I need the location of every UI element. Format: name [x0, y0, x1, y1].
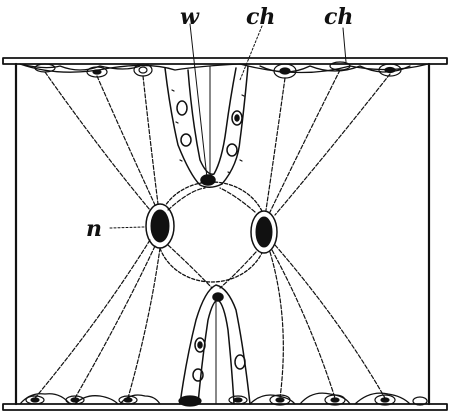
label-w: w	[180, 4, 200, 30]
pointer-lines	[109, 23, 347, 229]
lower-fold	[179, 284, 251, 405]
strands	[34, 69, 391, 399]
label-ch-right: ch	[324, 4, 353, 30]
top-lining	[19, 63, 429, 74]
label-ch-left: ch	[246, 4, 275, 30]
nucleus-left	[145, 203, 175, 249]
label-n: n	[86, 216, 102, 242]
nucleus-right	[250, 210, 278, 254]
bottom-cells	[25, 394, 428, 407]
outer-frame	[2, 57, 448, 411]
